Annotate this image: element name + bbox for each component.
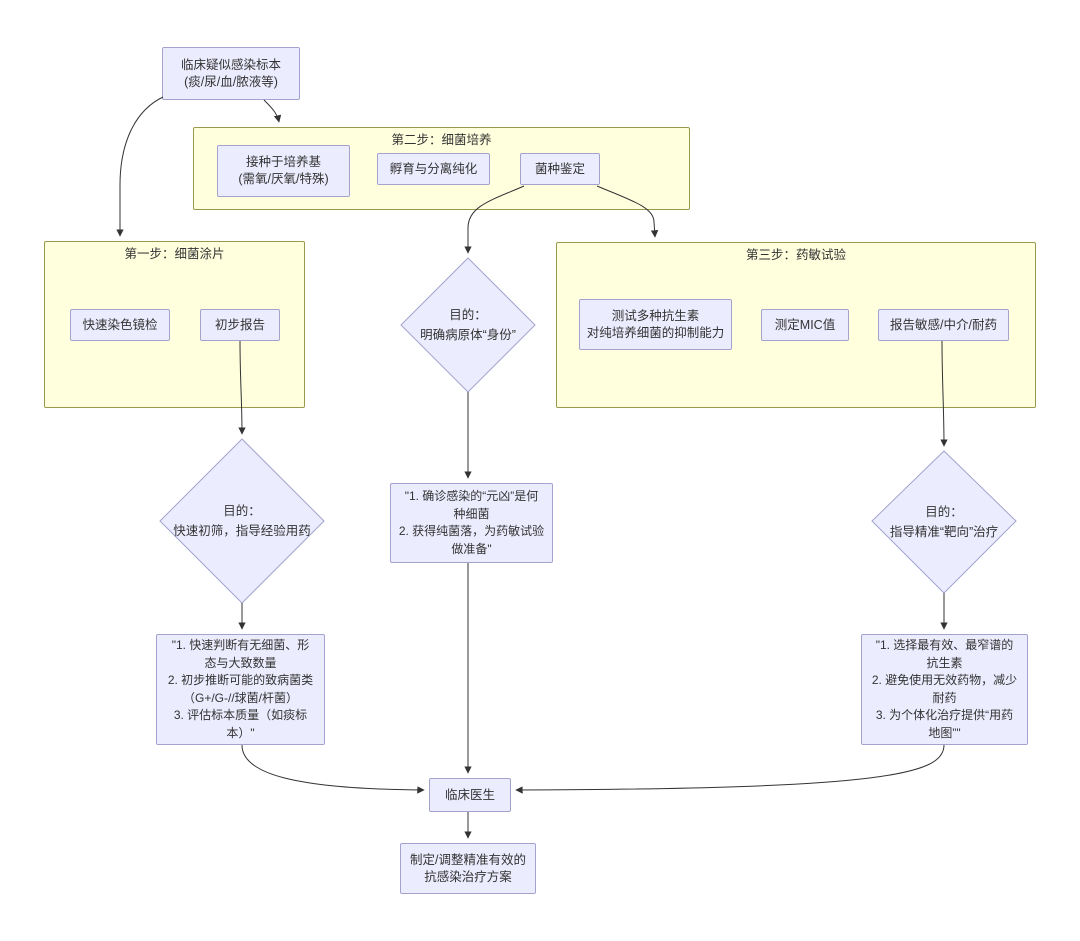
- node-mic-determination: 测定MIC值: [761, 309, 849, 341]
- edge-ast-result-to-clinician: [515, 744, 945, 794]
- node-incubate-isolate: 孵育与分离纯化: [377, 153, 490, 185]
- node-ast-result: "1. 选择最有效、最窄谱的 抗生素 2. 避免使用无效药物，减少 耐药 3. …: [861, 634, 1028, 745]
- container-step2-title: 第二步：细菌培养: [391, 133, 492, 147]
- label-purpose-culture: 目的： 明确病原体“身份”: [420, 308, 516, 342]
- node-preliminary-report: 初步报告: [200, 309, 280, 341]
- node-treatment-plan: 制定/调整精准有效的 抗感染治疗方案: [400, 843, 536, 894]
- container-step3-title: 第三步：药敏试验: [745, 248, 846, 262]
- label-purpose-smear: 目的： 快速初筛，指导经验用药: [173, 504, 311, 538]
- container-step1-title: 第一步：细菌涂片: [124, 247, 225, 261]
- edge-smear-result-to-clinician: [241, 744, 425, 794]
- node-antibiotic-inhibition-test: 测试多种抗生素 对纯培养细菌的抑制能力: [579, 299, 732, 350]
- node-specimen: 临床疑似感染标本 (痰/尿/血/脓液等): [162, 47, 300, 100]
- node-clinician: 临床医生: [429, 778, 511, 812]
- node-inoculate-medium: 接种于培养基 (需氧/厌氧/特殊): [217, 145, 350, 197]
- edge-specimen-to-step1: [116, 96, 164, 237]
- node-sir-report: 报告敏感/中介/耐药: [878, 309, 1009, 341]
- label-purpose-ast: 目的： 指导精准“靶向”治疗: [889, 505, 999, 539]
- node-culture-result: "1. 确诊感染的“元凶”是何 种细菌 2. 获得纯菌落，为药敏试验 做准备": [390, 483, 553, 563]
- node-species-identification: 菌种鉴定: [520, 153, 600, 185]
- node-rapid-stain-microscopy: 快速染色镜检: [70, 309, 170, 341]
- edge-specimen-to-step2: [263, 99, 282, 123]
- node-smear-result: "1. 快速判断有无细菌、形 态与大致数量 2. 初步推断可能的致病菌类 （G+…: [156, 634, 325, 745]
